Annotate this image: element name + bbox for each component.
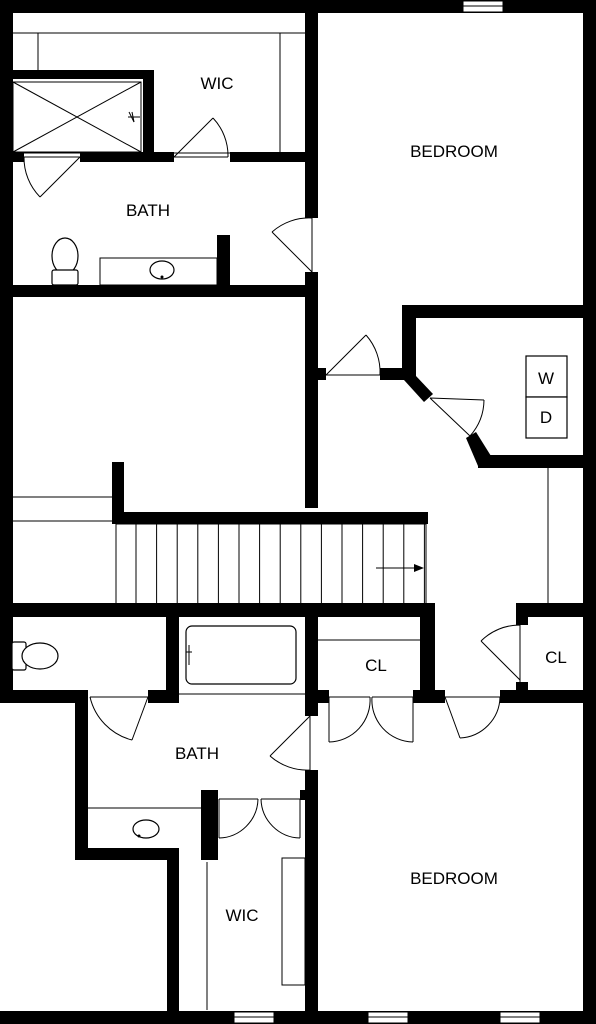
room-label-closet-middle: CL bbox=[365, 656, 387, 675]
room-label-closet-right: CL bbox=[545, 648, 567, 667]
toilet-icon bbox=[51, 237, 79, 286]
doors bbox=[23, 117, 521, 839]
room-label-bath-bottom: BATH bbox=[175, 744, 219, 763]
sink-icon bbox=[149, 260, 175, 280]
shower-head-icon bbox=[128, 111, 140, 123]
fixtures bbox=[11, 111, 568, 839]
room-label-wic-bottom: WIC bbox=[225, 906, 258, 925]
bathtub-icon bbox=[185, 625, 297, 685]
stair-arrow-icon bbox=[414, 564, 424, 572]
room-labels: WIC BEDROOM BATH W D CL CL BATH WIC BEDR… bbox=[126, 74, 567, 925]
room-label-washer: W bbox=[538, 369, 554, 388]
washer-box bbox=[525, 355, 568, 398]
room-label-bath-top: BATH bbox=[126, 201, 170, 220]
room-label-bedroom-bottom: BEDROOM bbox=[410, 869, 498, 888]
room-label-wic-top: WIC bbox=[200, 74, 233, 93]
staircase bbox=[115, 523, 427, 605]
sink-icon bbox=[132, 819, 160, 839]
room-label-bedroom-top: BEDROOM bbox=[410, 142, 498, 161]
dryer-box bbox=[525, 396, 568, 439]
windows bbox=[233, 0, 541, 1024]
room-label-dryer: D bbox=[540, 408, 552, 427]
toilet-icon bbox=[11, 641, 59, 671]
